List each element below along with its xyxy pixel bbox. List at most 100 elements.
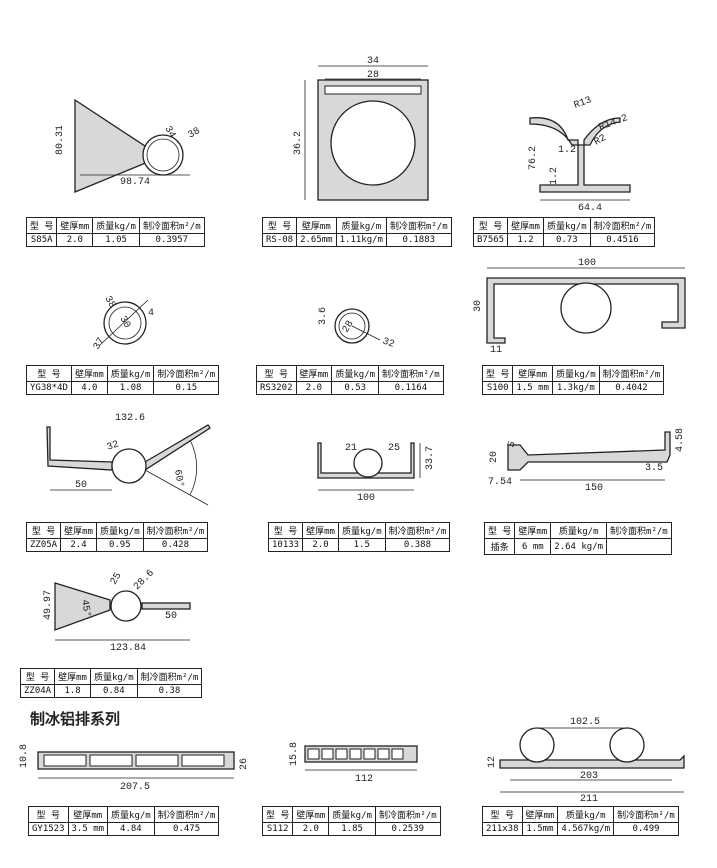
model-cell: GY1523 [28,822,69,836]
header-cell: 型 号 [19,668,56,685]
area-cell: 0.2539 [374,822,441,836]
dim-label: 12 [487,756,498,768]
area-cell: 0.3957 [138,233,205,247]
dim-label: 123.84 [110,643,146,654]
header-cell: 制冷面积m²/m [153,806,220,823]
dim-label: R13 [573,95,594,111]
mass-cell: 1.08 [106,381,155,395]
wall-cell: 1.8 [54,684,91,698]
dim-label: 207.5 [120,782,150,793]
header-cell: 质量kg/m [337,522,386,539]
model-cell: S100 [481,381,514,395]
dim-label: 34 [162,125,178,141]
header-cell: 质量kg/m [92,217,140,234]
mass-cell: 1.85 [328,822,376,836]
header-cell: 制冷面积m²/m [589,217,656,234]
mass-cell: 4.567kg/m [557,822,615,836]
header-cell: 壁厚mm [54,668,91,685]
header-cell: 制冷面积m²/m [374,806,441,823]
area-cell: 0.499 [613,822,679,836]
drawing-zz05a: 132.6 32 60° 50 [46,413,211,506]
dim-label: 112 [355,774,373,785]
wall-cell: 1.2 [507,233,544,247]
dim-label: 38 [187,126,203,142]
header-cell: 质量kg/m [328,806,376,823]
wall-cell: 1.5 mm [512,381,553,395]
dim-label: 80.31 [55,125,66,155]
dim-label: 34 [367,56,379,67]
mass-cell: 1.3kg/m [551,381,600,395]
model-cell: RS3202 [256,381,297,395]
dim-label: 25 [388,443,400,454]
header-cell: 制冷面积m²/m [142,522,209,539]
header-cell: 质量kg/m [106,365,155,382]
section-title: 制冰铝排系列 [30,710,121,728]
dim-label: 26 [239,758,250,770]
header-cell: 质量kg/m [551,365,600,382]
header-cell: 壁厚mm [295,365,333,382]
wall-cell: 3.5 mm [67,822,109,836]
model-cell: ZZ04A [19,684,56,698]
header-cell: 壁厚mm [56,217,94,234]
header-cell: 壁厚mm [60,522,97,539]
area-cell: 0.388 [384,538,451,552]
header-cell: 型 号 [472,217,509,234]
dim-label: 20 [489,451,500,463]
mass-cell: 0.53 [331,381,380,395]
area-cell: 0.4042 [598,381,665,395]
drawing-rs3202: 3.6 28 32 [318,307,396,351]
wall-cell: 2.0 [56,233,94,247]
area-cell: 0.1883 [385,233,452,247]
header-cell: 制冷面积m²/m [136,668,203,685]
dim-label: 98.74 [120,177,150,188]
dim-label: 15.8 [289,742,300,766]
drawing-zz04a: 49.97 25 28.6 45° 50 123.84 [43,568,191,654]
dim-label: 49.97 [43,590,54,620]
header-cell: 型 号 [28,806,69,823]
header-cell: 制冷面积m²/m [138,217,205,234]
header-cell: 壁厚mm [292,806,330,823]
wall-cell: 1.5mm [521,822,559,836]
dim-label: 3.6 [318,307,329,325]
header-cell: 制冷面积m²/m [598,365,665,382]
header-cell: 型 号 [483,522,516,539]
dim-label: 132.6 [115,413,145,424]
model-cell: RS-08 [261,233,298,247]
header-cell: 质量kg/m [89,668,138,685]
wall-cell: 2.0 [295,381,333,395]
dim-label: 5 [506,440,518,449]
dim-label: R14.2 [598,113,630,134]
dim-label: 28 [367,70,379,81]
header-cell: 质量kg/m [107,806,155,823]
mass-cell: 1.5 [337,538,386,552]
wall-cell: 4.0 [70,381,108,395]
dim-label: 11 [490,345,502,356]
wall-cell: 2.0 [292,822,330,836]
dim-label: 28 [341,319,357,335]
drawing-b7565: R13 R14.2 R2 76.2 1.2 1.2 64.4 [528,95,631,214]
header-cell: 制冷面积m²/m [385,217,452,234]
area-cell: 0.475 [153,822,220,836]
header-cell: 壁厚mm [507,217,544,234]
dim-label: 32 [381,336,396,350]
area-cell: 0.4516 [589,233,656,247]
header-cell: 制冷面积m²/m [153,365,220,382]
drawing-211x38: 102.5 12 203 211 [487,717,685,805]
header-cell: 型 号 [261,217,298,234]
header-cell: 型 号 [26,365,72,382]
dim-label: 37 [92,336,108,352]
header-cell: 壁厚mm [70,365,108,382]
drawing-insert-strip: 5 20 7.54 150 3.5 4.58 [488,428,686,494]
header-cell: 制冷面积m²/m [378,365,444,382]
dim-label: 50 [165,611,177,622]
mass-cell: 2.64 kg/m [550,538,608,555]
